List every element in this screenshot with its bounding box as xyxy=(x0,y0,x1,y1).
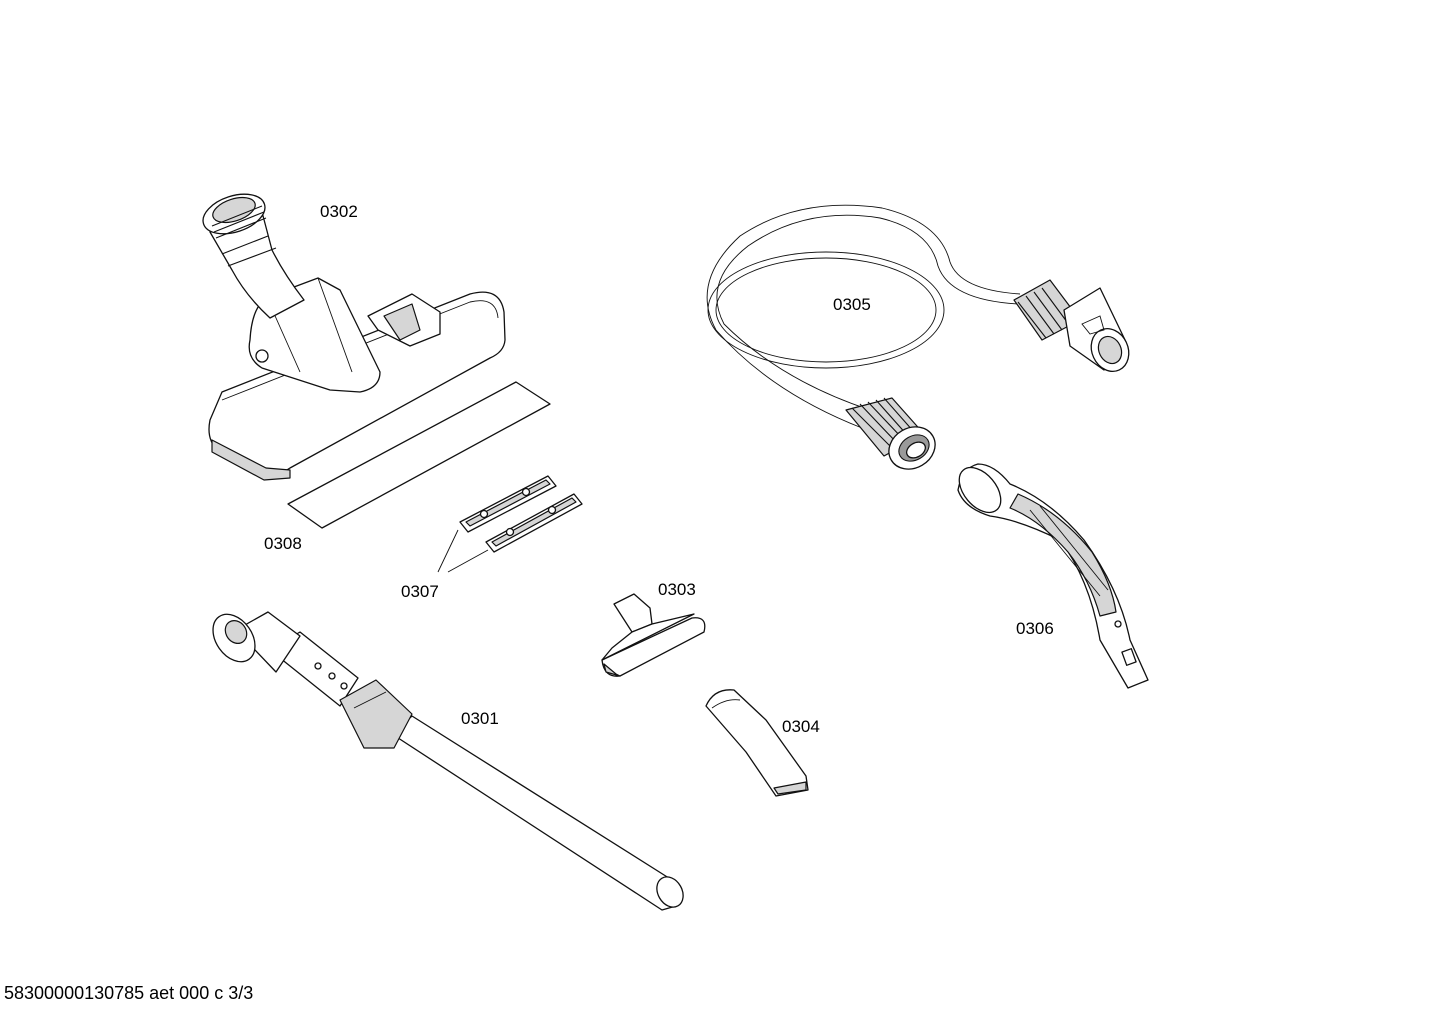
brush-inserts xyxy=(437,475,583,573)
part-label-0307: 0307 xyxy=(401,582,439,601)
telescopic-tube xyxy=(212,611,684,911)
document-id-footer: 58300000130785 aet 000 c 3/3 xyxy=(4,983,254,1003)
part-label-0308: 0308 xyxy=(264,534,302,553)
suction-hose xyxy=(706,204,1130,470)
hose-handle xyxy=(957,463,1149,689)
part-label-0306: 0306 xyxy=(1016,619,1054,638)
floor-nozzle xyxy=(202,193,506,481)
upholstery-nozzle xyxy=(601,593,706,677)
brush-strip xyxy=(287,381,551,529)
crevice-nozzle xyxy=(705,689,809,797)
part-label-0305: 0305 xyxy=(833,295,871,314)
part-label-0301: 0301 xyxy=(461,709,499,728)
part-label-0304: 0304 xyxy=(782,717,820,736)
part-label-0303: 0303 xyxy=(658,580,696,599)
part-label-0302: 0302 xyxy=(320,202,358,221)
